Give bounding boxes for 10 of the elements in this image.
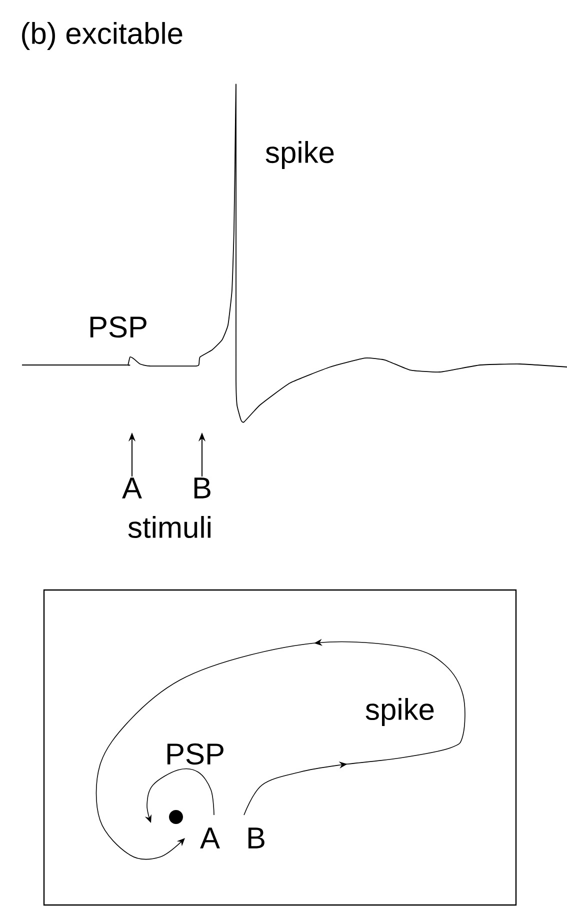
trace-label: PSP: [90, 316, 146, 338]
trajectory-label: PSP: [167, 743, 224, 765]
stimulus-label: B: [194, 478, 210, 498]
point-label: A: [200, 828, 220, 848]
trace-label: spike: [266, 141, 334, 169]
point-label: B: [248, 828, 264, 848]
title: (b) excitable: [22, 22, 182, 50]
trajectory-label: spike: [366, 698, 434, 726]
stimuli-label: stimuli: [128, 516, 210, 538]
stimulus-label: A: [122, 478, 142, 498]
